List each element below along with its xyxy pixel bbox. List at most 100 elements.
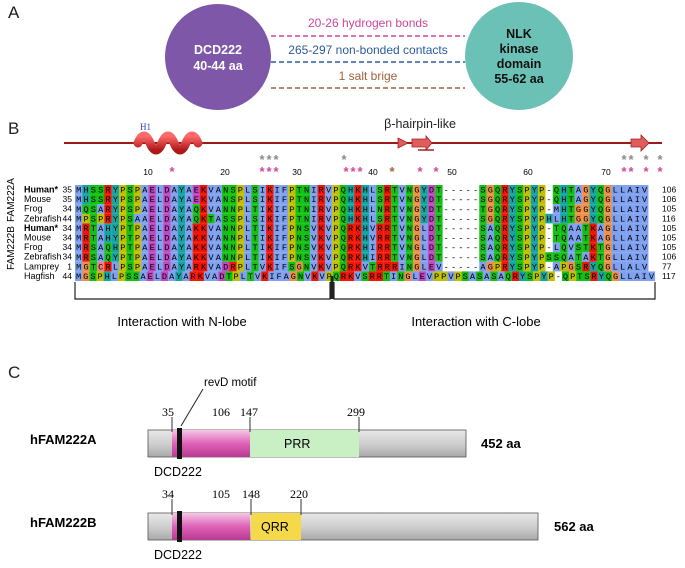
row-end-position: 116: [662, 213, 676, 223]
residue-cell: [567, 213, 575, 224]
residue-cell: [214, 204, 223, 214]
nlk-node: [465, 2, 573, 110]
species-name: Zebrafish: [24, 252, 62, 262]
residue-cell: [317, 194, 325, 205]
residue-cell: [369, 252, 377, 262]
residue-cell: [516, 223, 524, 233]
residue-cell: [119, 194, 127, 205]
residue-cell: [376, 213, 384, 224]
residue-cell: [119, 204, 127, 214]
residue-cell: [332, 261, 340, 272]
protein-b-name: hFAM222B: [30, 515, 96, 530]
residue-cell: [582, 223, 590, 233]
residue-cell: [170, 204, 178, 214]
panel-b-letter: B: [8, 119, 19, 138]
residue-cell: [324, 194, 333, 205]
residue-cell: [508, 252, 517, 262]
residue-cell: [486, 213, 495, 224]
conservation-star: *: [273, 152, 279, 167]
protein-a-dcd222-domain: [172, 430, 250, 457]
residue-cell: [523, 261, 531, 272]
residue-cell: [413, 223, 421, 233]
residue-cell: [273, 204, 281, 214]
row-start-position: 34: [63, 242, 73, 252]
residue-cell: [280, 213, 289, 224]
residue-cell: [486, 194, 495, 205]
protein-b-pos-domain-end: 105: [212, 487, 230, 501]
residue-cell: [383, 261, 392, 272]
residue-cell: [126, 252, 134, 262]
residue-cell: [207, 233, 215, 243]
residue-cell: [288, 261, 296, 272]
residue-cell: [611, 252, 619, 262]
residue-cell: [508, 185, 517, 195]
protein-a-pos-region-end: 299: [347, 405, 365, 419]
residue-cell: [427, 185, 436, 195]
nlk-node-line1: NLK: [506, 27, 532, 41]
residue-cell: [199, 223, 208, 233]
residue-cell: [420, 194, 428, 205]
residue-cell: [425, 271, 434, 281]
row-start-position: 35: [63, 194, 73, 204]
residue-cell: [82, 271, 90, 281]
residue-cell: [413, 213, 421, 224]
residue-cell: [405, 261, 414, 272]
dcd222-node-title: DCD222: [194, 43, 242, 57]
residue-cell: [75, 194, 83, 205]
residue-cell: [567, 223, 575, 233]
residue-cell: [538, 252, 546, 262]
residue-cell: [596, 242, 605, 253]
residue-cell: [75, 271, 83, 281]
residue-cell: [504, 271, 512, 281]
conservation-star: *: [643, 164, 649, 179]
residue-cell: [398, 223, 406, 233]
c-lobe-bracket: [333, 282, 656, 300]
row-end-position: 77: [662, 261, 672, 271]
residue-cell: [612, 271, 620, 281]
residue-cell: [266, 194, 274, 205]
residue-cell: [310, 252, 318, 262]
species-name: Mouse: [24, 194, 51, 204]
group-label-fam222b: FAM222B: [6, 226, 17, 270]
residue-cell: [280, 194, 289, 205]
residue-cell: [89, 271, 97, 281]
protein-b-revd-motif: [177, 511, 182, 542]
residue-cell: [391, 233, 399, 243]
residue-cell: [141, 204, 149, 214]
residue-cell: [413, 185, 421, 195]
residue-cell: [310, 194, 318, 205]
residue-cell: [567, 185, 575, 195]
residue-cell: [133, 213, 142, 224]
residue-cell: [479, 242, 487, 253]
species-name: Human*: [24, 223, 59, 233]
residue-cell: [611, 185, 619, 195]
residue-cell: [97, 213, 105, 224]
residue-cell: [236, 223, 245, 233]
residue-cell: [214, 261, 223, 272]
residue-cell: [89, 194, 98, 205]
residue-cell: [141, 223, 149, 233]
residue-cell: [119, 242, 127, 253]
residue-cell: [501, 185, 509, 195]
residue-cell: [89, 213, 98, 224]
residue-cell: [596, 261, 605, 272]
protein-b-pos-region-end: 220: [290, 487, 308, 501]
residue-cell: [214, 242, 223, 253]
residue-cell: [413, 242, 421, 253]
ruler-tick-label: 40: [368, 167, 378, 177]
residue-cell: [258, 204, 267, 214]
species-name: Frog: [24, 242, 43, 252]
residue-cell: [199, 185, 208, 195]
n-lobe-label: Interaction with N-lobe: [117, 314, 246, 329]
residue-cell: [199, 204, 208, 214]
residue-cell: [273, 213, 281, 224]
residue-cell: [376, 242, 384, 253]
residue-cell: [177, 233, 186, 243]
residue-cell: [222, 223, 230, 233]
residue-cell: [288, 233, 296, 243]
residue-cell: [155, 233, 164, 243]
residue-cell: [288, 223, 296, 233]
protein-b-length: 562 aa: [554, 519, 595, 534]
